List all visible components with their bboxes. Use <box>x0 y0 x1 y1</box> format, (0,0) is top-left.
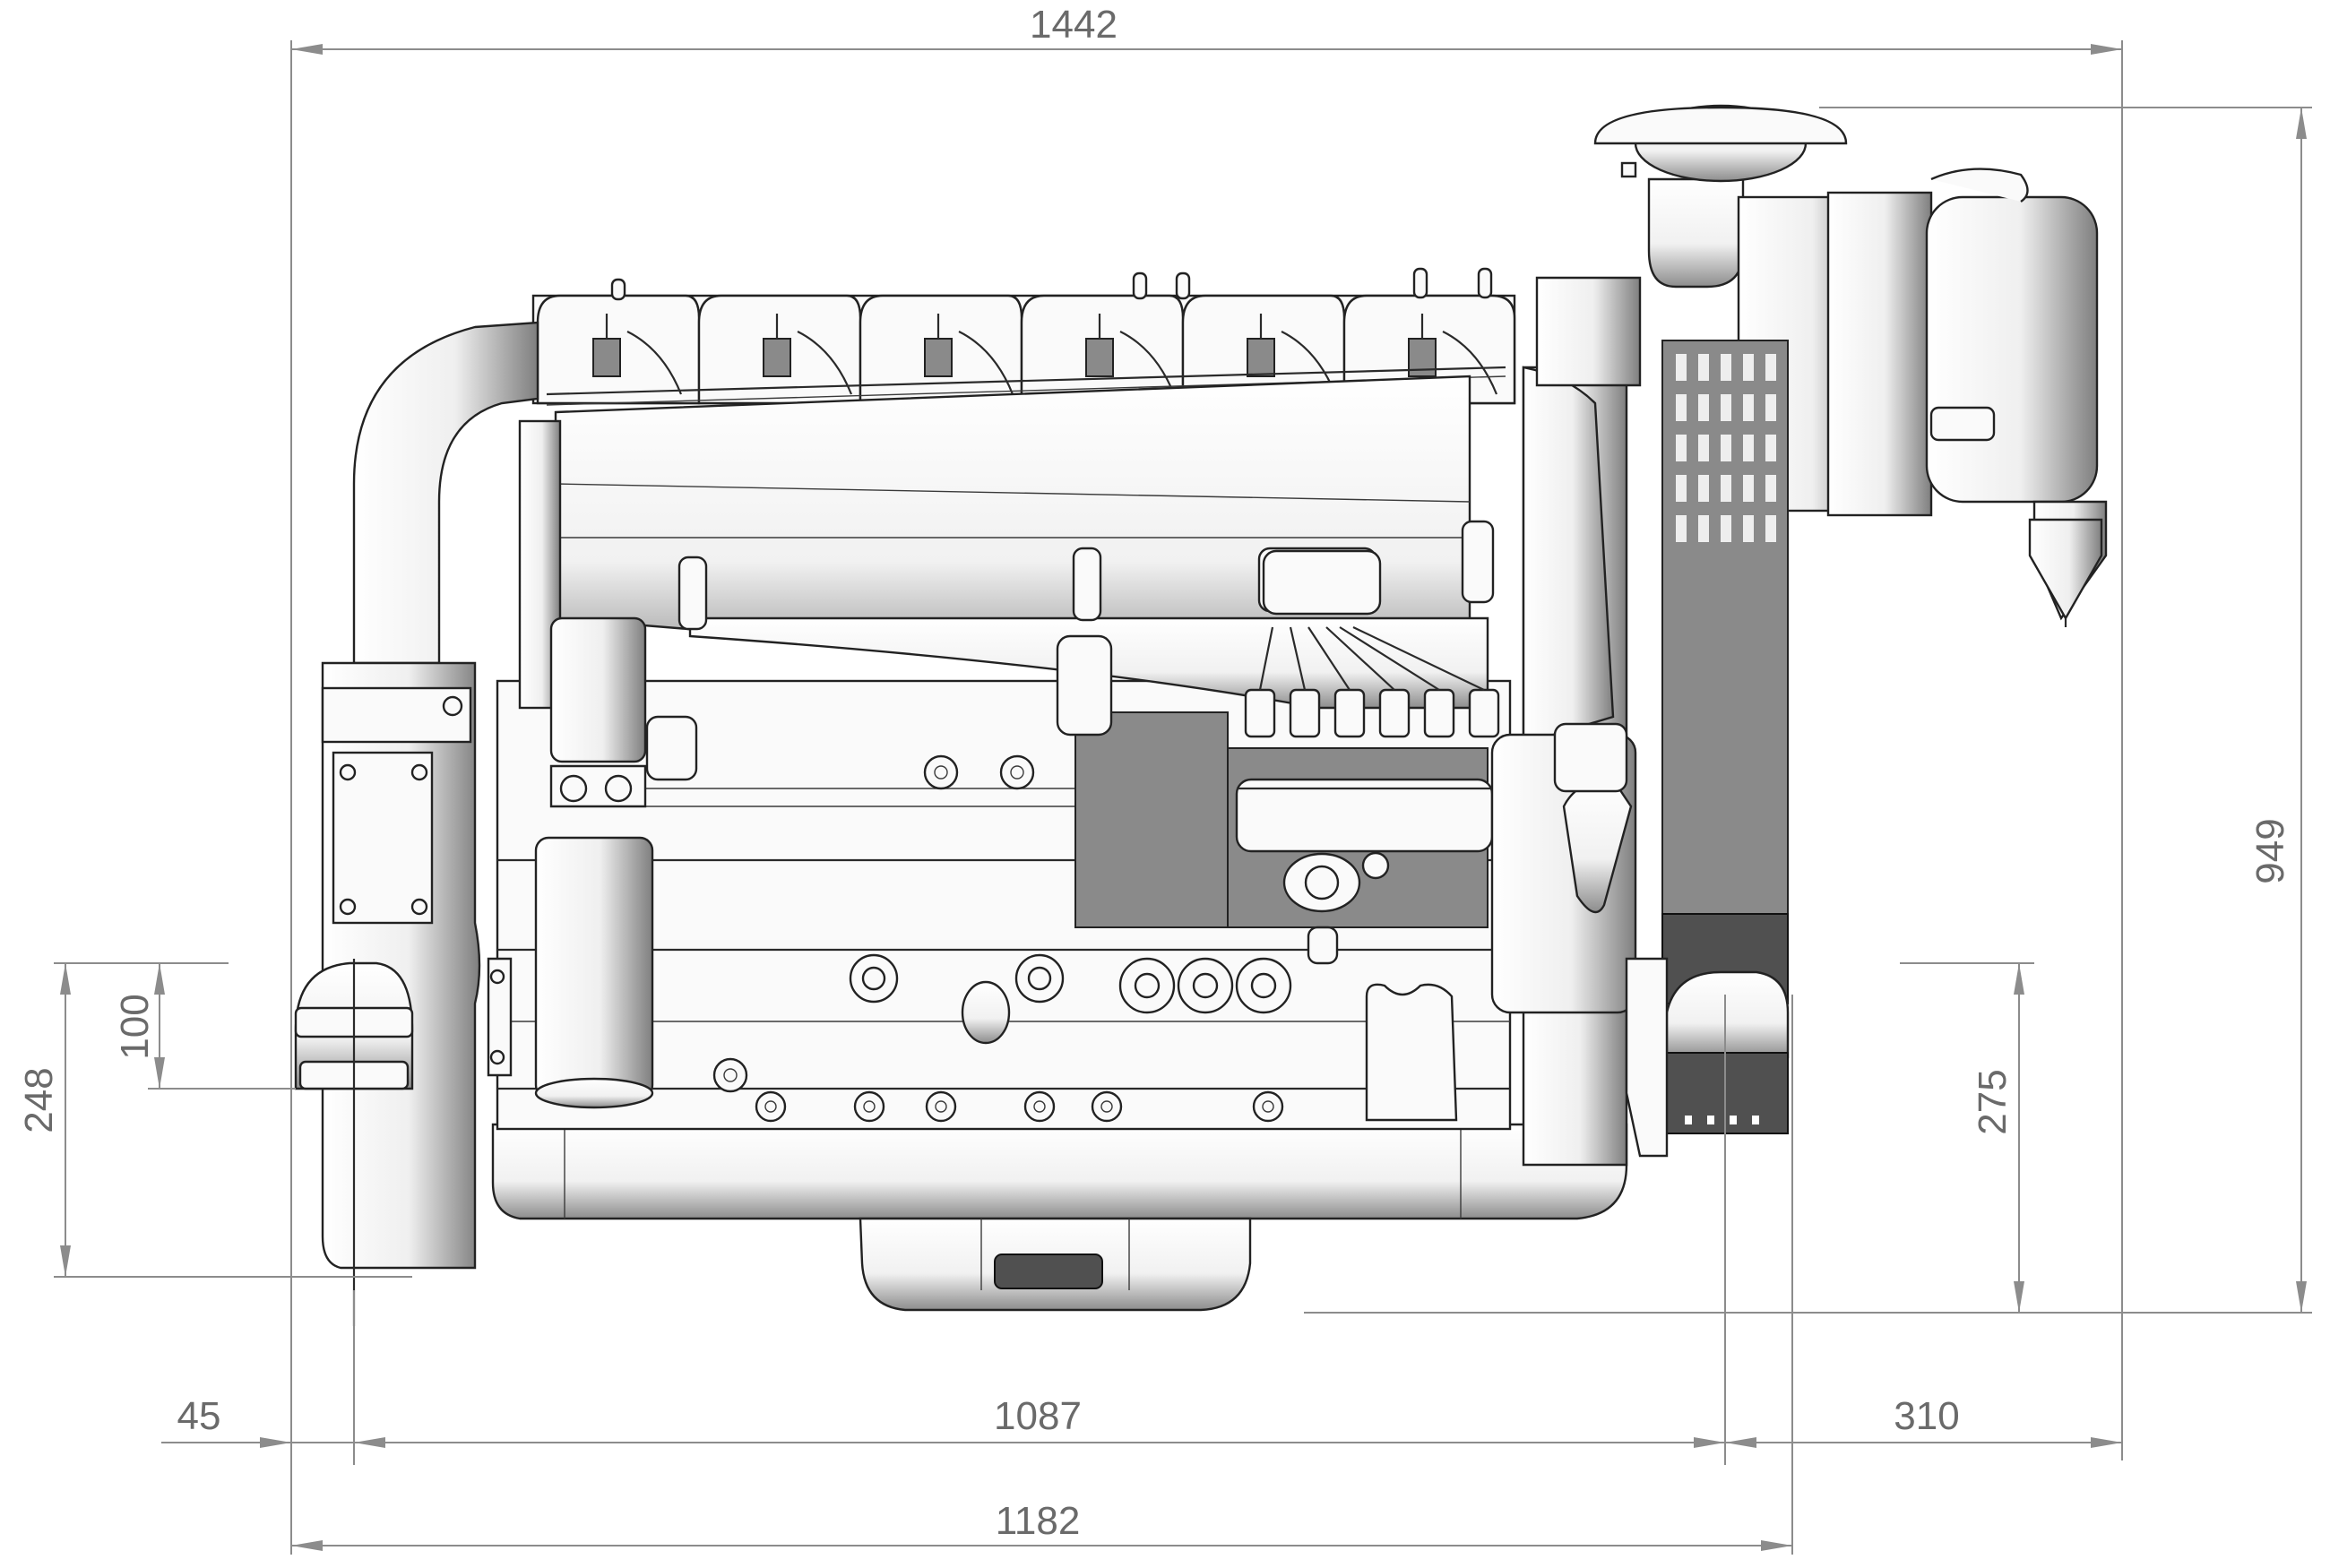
block-bosses <box>849 754 1292 1045</box>
exhaust-pipe <box>352 321 539 665</box>
dim-overall-length: 1442 <box>1030 3 1118 47</box>
dim-mount-height-right: 275 <box>1971 1069 2015 1134</box>
air-duct <box>518 375 1495 710</box>
fuel-connectors <box>1244 688 1500 738</box>
front-housing <box>1490 366 1637 1167</box>
dim-mount-height-left-small: 100 <box>113 994 157 1059</box>
grille-slots <box>1676 354 1776 542</box>
block-bolts <box>712 1057 1284 1123</box>
dimension-lines <box>54 40 2312 1555</box>
engine-mount-right <box>1625 957 1790 1158</box>
dim-left-offset: 45 <box>177 1394 221 1438</box>
dim-center-length: 1087 <box>994 1394 1082 1438</box>
lifting-eyes <box>610 267 1493 301</box>
flywheel-housing <box>321 661 513 1270</box>
engine-mount-left <box>294 959 414 1326</box>
dim-overall-height: 949 <box>2248 818 2292 883</box>
dim-base-length: 1182 <box>996 1499 1081 1543</box>
oil-filter <box>534 616 698 1109</box>
dimension-labels: 1442 949 275 248 100 45 1087 310 1182 <box>17 3 2292 1543</box>
engine-illustration <box>294 104 2108 1326</box>
injection-pump <box>1056 549 1500 965</box>
dim-right-offset: 310 <box>1894 1394 1959 1438</box>
dim-mount-height-left: 248 <box>17 1067 61 1133</box>
oil-pan <box>491 1123 1628 1312</box>
fan-grille <box>1661 340 1789 1004</box>
